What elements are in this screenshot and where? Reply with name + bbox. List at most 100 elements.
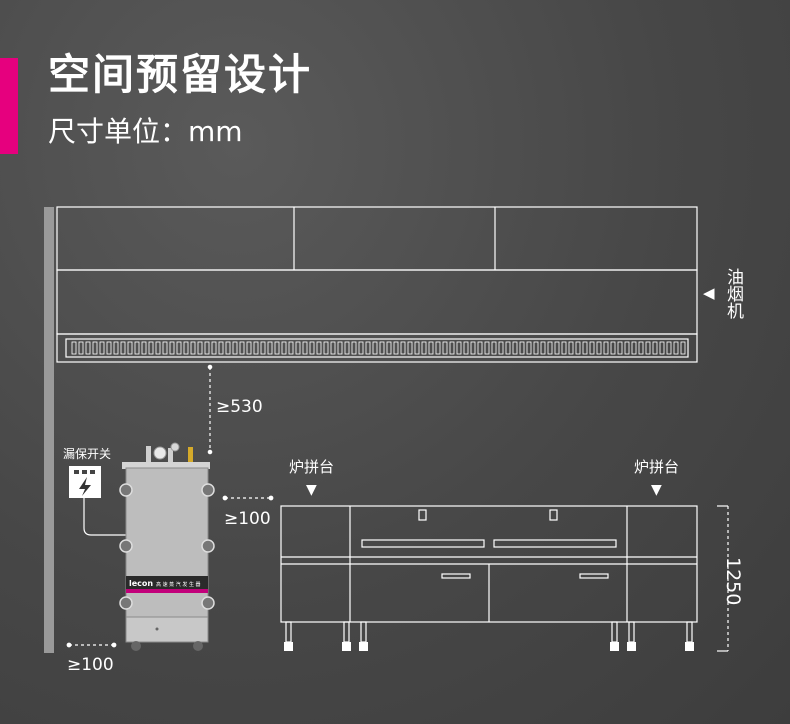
grille-slat <box>246 341 252 355</box>
rear-clearance-dim <box>66 642 117 648</box>
grille-slat <box>568 341 574 355</box>
stove-right-pointer-icon: ▼ <box>651 482 662 498</box>
grille-slat <box>155 341 161 355</box>
grille-slat <box>78 341 84 355</box>
grille-slat <box>407 341 413 355</box>
grille-slat <box>680 341 686 355</box>
grille-slat <box>92 341 98 355</box>
hood-clearance-dim <box>207 364 213 455</box>
grille-slat <box>526 341 532 355</box>
grille-slat <box>659 341 665 355</box>
grille-slat <box>449 341 455 355</box>
rear-clearance-label: ≥100 <box>67 655 114 675</box>
grille-slat <box>477 341 483 355</box>
grille-slat <box>211 341 217 355</box>
grille-slat <box>386 341 392 355</box>
grille-slat <box>589 341 595 355</box>
grille-slat <box>470 341 476 355</box>
steam-generator <box>119 442 215 651</box>
grille-slat <box>71 341 77 355</box>
grille-slat <box>666 341 672 355</box>
grille-slat <box>85 341 91 355</box>
accent-bar <box>0 58 18 154</box>
stove-right-label: 炉拼台 <box>634 458 679 476</box>
grille-slat <box>141 341 147 355</box>
grille-slat <box>491 341 497 355</box>
grille-slat <box>330 341 336 355</box>
side-clearance-label: ≥100 <box>224 509 271 529</box>
hood-clearance-label: ≥530 <box>216 397 263 417</box>
grille-slat <box>442 341 448 355</box>
stove-feet <box>284 642 694 651</box>
grille-slat <box>631 341 637 355</box>
grille-slat <box>512 341 518 355</box>
grille-slat <box>463 341 469 355</box>
grille-slat <box>505 341 511 355</box>
grille-slat <box>309 341 315 355</box>
generator-panel-text: 高 速 蒸 汽 发 生 器 <box>156 581 201 588</box>
grille-slat <box>113 341 119 355</box>
grille-slat <box>260 341 266 355</box>
grille-slat <box>372 341 378 355</box>
grille-slat <box>365 341 371 355</box>
grille-slat <box>197 341 203 355</box>
grille-slat <box>239 341 245 355</box>
grille-slat <box>617 341 623 355</box>
stove-height-dim <box>717 505 729 652</box>
grille-slat <box>204 341 210 355</box>
page-title: 空间预留设计 <box>48 50 313 99</box>
grille-slat <box>253 341 259 355</box>
grille-slat <box>218 341 224 355</box>
grille-slat <box>414 341 420 355</box>
grille-slat <box>267 341 273 355</box>
grille-slat <box>638 341 644 355</box>
hood-pointer-icon: ◀ <box>703 284 715 302</box>
grille-slat <box>225 341 231 355</box>
grille-slat <box>281 341 287 355</box>
grille-slat <box>351 341 357 355</box>
grille-slat <box>190 341 196 355</box>
grille-slat <box>288 341 294 355</box>
grille-slat <box>99 341 105 355</box>
grille-slat <box>176 341 182 355</box>
stove-left-label: 炉拼台 <box>289 458 334 476</box>
grille-slat <box>337 341 343 355</box>
grille-slat <box>323 341 329 355</box>
grille-slat <box>421 341 427 355</box>
grille-slat <box>575 341 581 355</box>
side-clearance-dim <box>222 495 274 501</box>
grille-slat <box>302 341 308 355</box>
grille-slat <box>533 341 539 355</box>
grille-slat <box>316 341 322 355</box>
switch-cable <box>83 498 128 536</box>
grille-slat <box>596 341 602 355</box>
grille-slat <box>169 341 175 355</box>
combination-stove <box>280 505 698 643</box>
grille-slat <box>295 341 301 355</box>
grille-slat <box>561 341 567 355</box>
grille-slat <box>610 341 616 355</box>
stove-height-label: 1250 <box>722 557 744 605</box>
grille-slat <box>428 341 434 355</box>
grille-slat <box>652 341 658 355</box>
grille-slat <box>183 341 189 355</box>
grille-slat <box>540 341 546 355</box>
grille-slat <box>519 341 525 355</box>
range-hood-label: 油烟机 <box>723 268 744 319</box>
grille-slat <box>148 341 154 355</box>
grille-slat <box>106 341 112 355</box>
grille-slat <box>547 341 553 355</box>
grille-slat <box>162 341 168 355</box>
hood-grille <box>71 341 686 355</box>
grille-slat <box>582 341 588 355</box>
grille-slat <box>554 341 560 355</box>
generator-brand: lecon <box>129 579 153 588</box>
grille-slat <box>127 341 133 355</box>
grille-slat <box>393 341 399 355</box>
grille-slat <box>435 341 441 355</box>
unit-subtitle: 尺寸单位：mm <box>48 115 243 148</box>
grille-slat <box>673 341 679 355</box>
grille-slat <box>498 341 504 355</box>
range-hood <box>56 206 698 363</box>
